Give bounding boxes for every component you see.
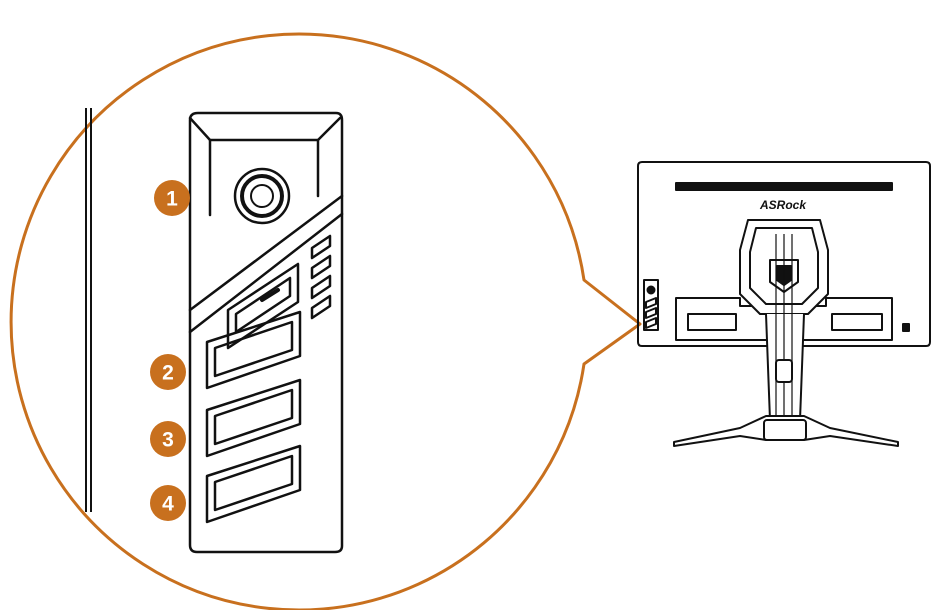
monitor-mini-joystick bbox=[646, 285, 656, 295]
side-vents bbox=[310, 234, 332, 320]
badge-4-label: 4 bbox=[162, 493, 174, 516]
button-2-outline bbox=[205, 310, 302, 390]
badge-3-circle bbox=[150, 421, 186, 457]
magnifier-outline bbox=[9, 32, 642, 610]
button-3-inner bbox=[213, 388, 294, 446]
button-3-outline bbox=[205, 378, 302, 458]
monitor-io-port-left bbox=[687, 313, 737, 331]
monitor-shield-emblem bbox=[769, 259, 799, 293]
monitor-cable-clip bbox=[775, 359, 793, 383]
control-button-4[interactable] bbox=[205, 444, 302, 524]
vent-2 bbox=[310, 254, 332, 280]
panel-diagonal-1 bbox=[188, 194, 344, 312]
badge-4-circle bbox=[150, 485, 186, 521]
monitor-mini-controls bbox=[643, 279, 659, 331]
badge-3: 3 bbox=[150, 421, 186, 457]
badge-2-circle bbox=[150, 354, 186, 390]
monitor-io-panel bbox=[675, 297, 893, 341]
vent-3 bbox=[310, 274, 332, 300]
vent-1 bbox=[310, 234, 332, 260]
button-4-outline bbox=[205, 444, 302, 524]
monitor-mini-button-3 bbox=[645, 317, 657, 329]
button-2-inner bbox=[213, 320, 294, 378]
joystick-cap bbox=[240, 174, 284, 218]
joystick-center bbox=[250, 184, 274, 208]
panel-diagonal-2 bbox=[188, 212, 344, 334]
badge-1-circle bbox=[154, 180, 190, 216]
monitor-mini-button-2 bbox=[645, 307, 657, 319]
led-strip-inner bbox=[234, 276, 292, 334]
led-indicator bbox=[260, 288, 280, 302]
control-button-3[interactable] bbox=[205, 378, 302, 458]
monitor-rear-view: ASRock bbox=[637, 161, 931, 447]
monitor-lock-slot bbox=[902, 323, 910, 332]
badge-2-label: 2 bbox=[162, 362, 174, 385]
monitor-base-foot bbox=[763, 419, 807, 441]
control-panel bbox=[188, 111, 344, 554]
monitor-brand-logo: ASRock bbox=[759, 198, 807, 212]
monitor-back-shell bbox=[637, 161, 931, 347]
control-button-2[interactable] bbox=[205, 310, 302, 390]
vent-4 bbox=[310, 294, 332, 320]
button-4-inner bbox=[213, 454, 294, 512]
joystick-button[interactable] bbox=[233, 167, 291, 225]
badge-1: 1 bbox=[154, 180, 190, 216]
joystick-outer-ring bbox=[233, 167, 291, 225]
monitor-stand-mount-inner bbox=[749, 227, 819, 305]
monitor-edge bbox=[85, 108, 92, 512]
callout-badges: 1 2 3 4 bbox=[150, 180, 190, 521]
monitor-vent-strip bbox=[675, 182, 893, 191]
panel-shell bbox=[188, 111, 344, 554]
badge-3-label: 3 bbox=[162, 429, 174, 452]
monitor-mini-button-1 bbox=[645, 297, 657, 309]
badge-1-label: 1 bbox=[166, 188, 178, 211]
magnifier-callout bbox=[9, 32, 642, 610]
panel-bevel bbox=[188, 116, 342, 142]
monitor-io-port-right bbox=[831, 313, 883, 331]
badge-2: 2 bbox=[150, 354, 186, 390]
monitor-stand-base bbox=[673, 415, 899, 447]
badge-4: 4 bbox=[150, 485, 186, 521]
